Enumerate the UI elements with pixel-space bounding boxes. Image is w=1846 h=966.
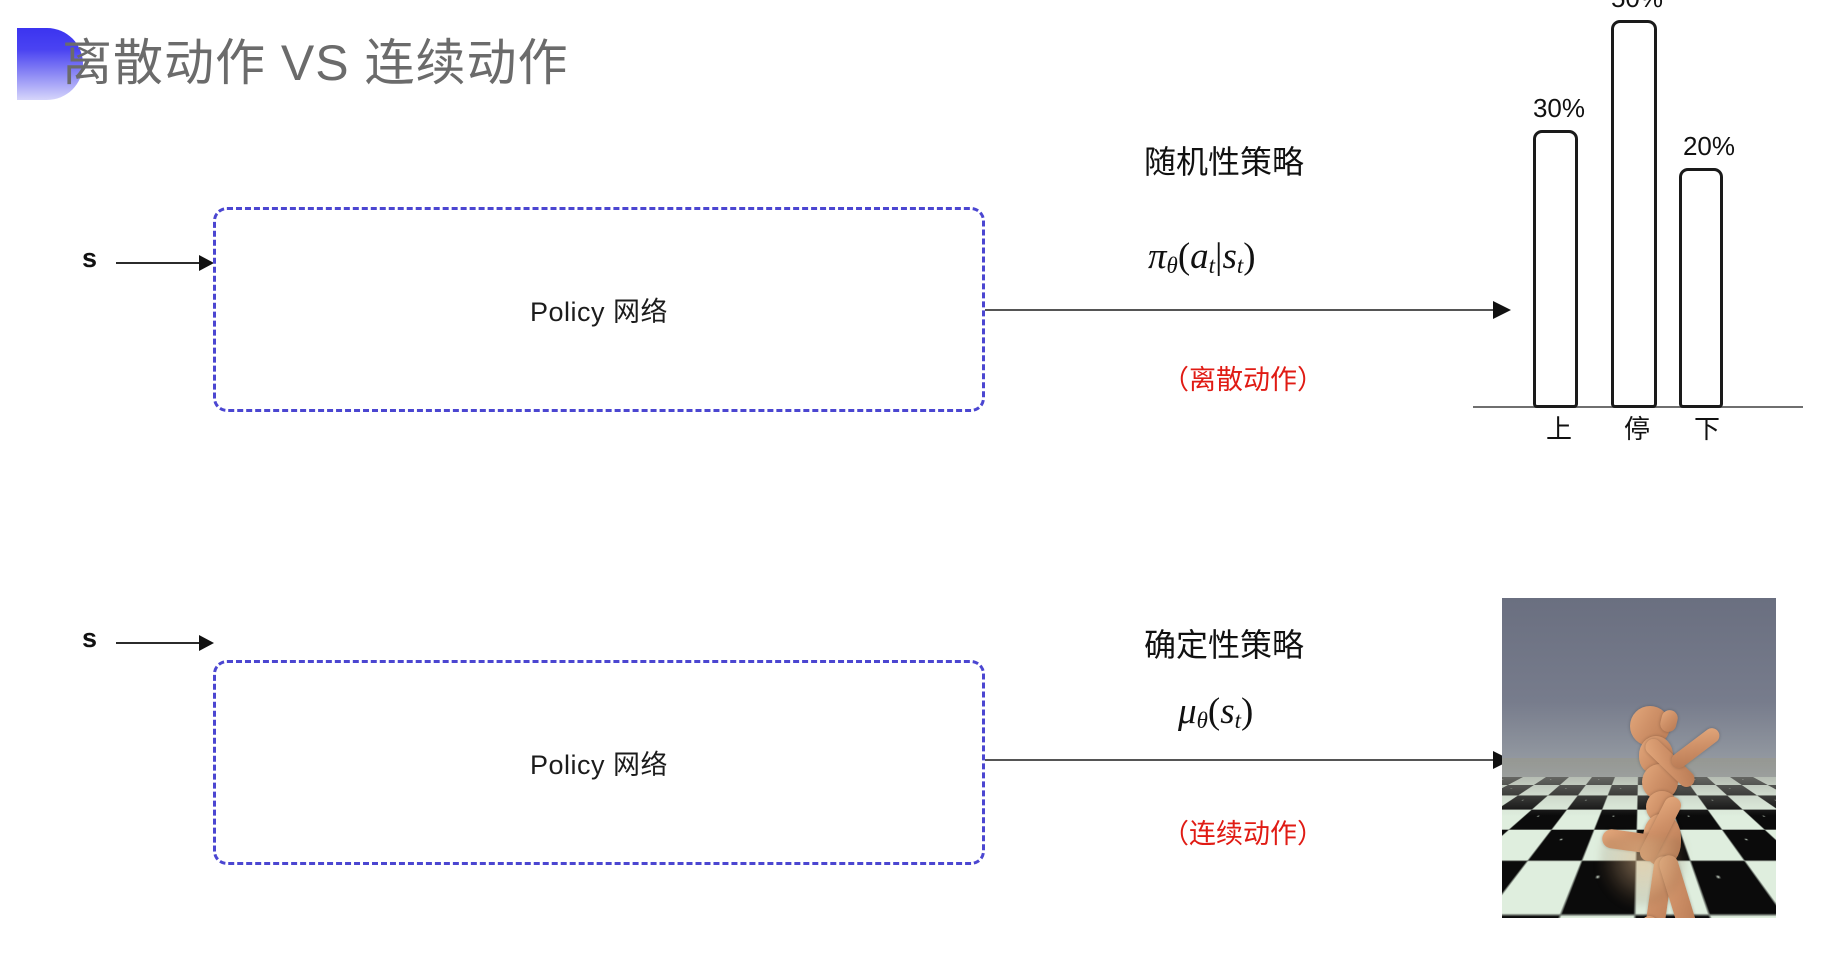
formula-close-paren-continuous: ) [1240, 691, 1254, 732]
bar-group-1: 50% [1607, 0, 1667, 408]
page-title: 离散动作 VS 连续动作 [62, 35, 569, 91]
bar-rect-1 [1611, 20, 1657, 408]
bar-group-0: 30% [1529, 93, 1589, 408]
floor-reflection [1598, 838, 1688, 908]
action-note-continuous: （连续动作） [1162, 819, 1324, 849]
formula-theta-discrete: θ [1166, 253, 1178, 279]
bar-category-2: 下 [1693, 414, 1720, 444]
humanoid-simulation-image [1502, 598, 1776, 918]
bar-category-1: 停 [1623, 414, 1650, 444]
state-input-arrow-discrete [116, 254, 214, 272]
formula-fn-continuous: μ [1178, 691, 1197, 732]
policy-kind-discrete: 随机性策略 [1144, 144, 1305, 180]
bar-rect-2 [1679, 168, 1723, 408]
formula-theta-continuous: θ [1196, 708, 1208, 734]
policy-formula-continuous: μθ(st) [1178, 690, 1253, 734]
action-note-discrete: （离散动作） [1162, 365, 1324, 395]
formula-a-sub-discrete: t [1208, 253, 1216, 279]
bar-value-2: 20% [1682, 131, 1736, 161]
bar-rect-0 [1533, 130, 1578, 408]
state-input-label-continuous: s [82, 623, 98, 653]
formula-s-sub-discrete: t [1236, 253, 1244, 279]
formula-fn-discrete: π [1148, 236, 1167, 277]
policy-output-arrow-discrete [985, 301, 1513, 319]
formula-s-sub-continuous: t [1234, 708, 1241, 734]
policy-kind-continuous: 确定性策略 [1144, 627, 1305, 663]
policy-output-arrow-continuous [985, 751, 1513, 769]
discrete-action-bar-chart: 30% 50% 20% 上 停 下 [1473, 0, 1813, 446]
formula-s-discrete: s [1222, 236, 1237, 277]
horizon-haze [1502, 758, 1776, 816]
bar-value-0: 30% [1532, 93, 1586, 123]
formula-a-discrete: a [1190, 236, 1209, 277]
formula-s-continuous: s [1220, 691, 1235, 732]
policy-network-label-continuous: Policy 网络 [529, 750, 669, 780]
formula-close-paren-discrete: ) [1243, 236, 1256, 277]
formula-bar-discrete: | [1215, 236, 1223, 277]
state-input-label-discrete: s [82, 243, 98, 273]
policy-formula-discrete: πθ(at|st) [1148, 235, 1256, 279]
bar-category-0: 上 [1545, 414, 1572, 444]
formula-open-paren-continuous: ( [1207, 691, 1221, 732]
policy-network-box-continuous[interactable]: Policy 网络 [213, 660, 985, 865]
policy-network-box-discrete[interactable]: Policy 网络 [213, 207, 985, 412]
bar-value-1: 50% [1595, 0, 1679, 14]
bar-group-2: 20% [1675, 96, 1735, 408]
state-input-arrow-continuous [116, 634, 214, 652]
policy-network-label-discrete: Policy 网络 [529, 297, 669, 327]
title-accent-shape [17, 28, 83, 100]
formula-open-paren-discrete: ( [1177, 236, 1191, 277]
